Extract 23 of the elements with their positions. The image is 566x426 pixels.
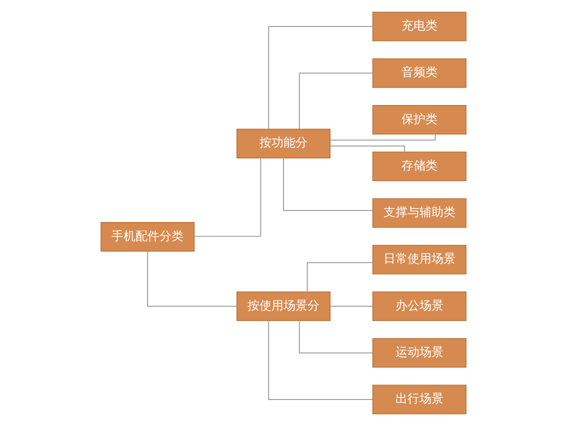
connector	[306, 262, 372, 292]
connector	[146, 250, 237, 307]
connector	[282, 158, 373, 212]
node-box: 按使用场景分	[236, 291, 330, 322]
node-box: 日常使用场景	[372, 244, 466, 274]
node-box: 出行场景	[372, 384, 466, 414]
connector	[268, 26, 373, 130]
node-box: 充电类	[372, 12, 466, 42]
node-box: 音频类	[372, 58, 466, 88]
connector	[329, 146, 405, 152]
node-box: 办公场景	[372, 291, 466, 322]
node-box: 运动场景	[372, 338, 466, 368]
connector	[298, 72, 373, 130]
node-box: 保护类	[372, 104, 466, 135]
connector	[298, 320, 373, 354]
node-box: 支撑与辅助类	[372, 198, 466, 228]
connector	[268, 320, 373, 400]
node-box: 手机配件分类	[100, 222, 194, 252]
connector	[329, 306, 373, 307]
node-box: 按功能分	[236, 128, 330, 158]
connector	[193, 158, 261, 237]
connector	[329, 134, 436, 141]
node-box: 存储类	[372, 152, 466, 182]
